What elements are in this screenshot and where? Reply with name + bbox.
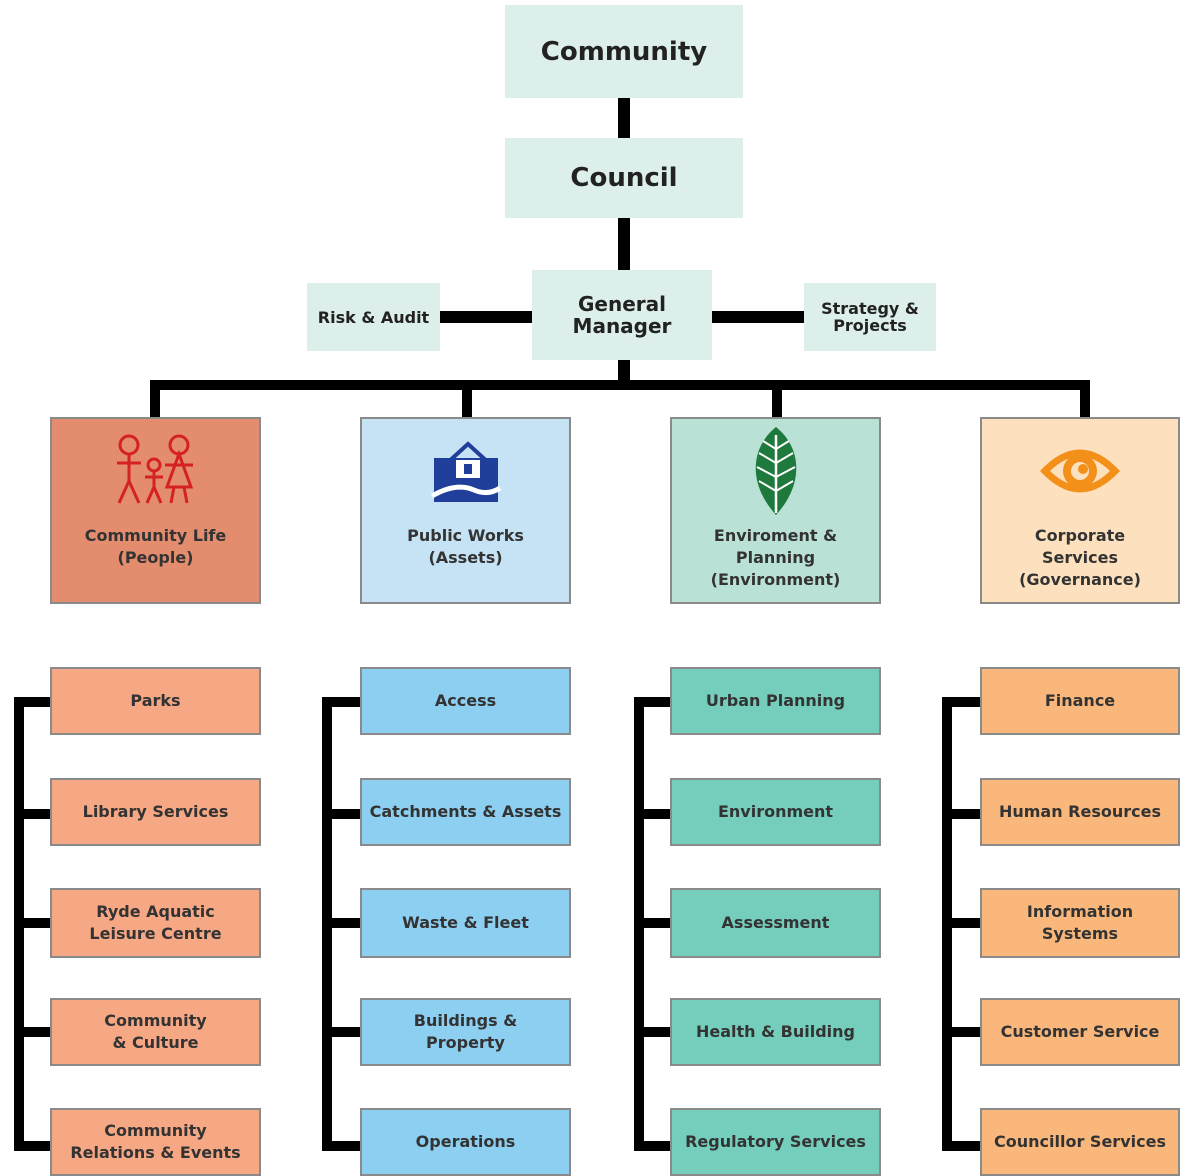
unit-community-relations: Community Relations & Events: [50, 1108, 261, 1176]
house-icon: [426, 427, 506, 515]
tick-environment-2: [634, 809, 670, 819]
tick-assets-1: [322, 697, 360, 707]
dept-label: Corporate Services (Governance): [1019, 526, 1141, 589]
unit-label: Councillor Services: [994, 1132, 1166, 1151]
unit-label: Operations: [415, 1132, 516, 1151]
unit-label: Finance: [1044, 691, 1116, 710]
unit-label: Regulatory Services: [685, 1132, 866, 1151]
connector-gm-risk: [440, 311, 532, 323]
tick-people-3: [14, 918, 50, 928]
tick-people-4: [14, 1027, 50, 1037]
unit-urban-planning: Urban Planning: [670, 667, 881, 735]
unit-label: Catchments & Assets: [369, 802, 562, 821]
unit-community-culture: Community & Culture: [50, 998, 261, 1066]
unit-health-building: Health & Building: [670, 998, 881, 1066]
connector-gm-down: [618, 360, 630, 386]
dept-environment-planning: Enviroment & Planning (Environment): [670, 417, 881, 604]
eye-icon: [1037, 427, 1123, 515]
unit-catchments-assets: Catchments & Assets: [360, 778, 571, 846]
tick-assets-4: [322, 1027, 360, 1037]
tick-assets-3: [322, 918, 360, 928]
unit-human-resources: Human Resources: [980, 778, 1180, 846]
tick-environment-4: [634, 1027, 670, 1037]
tick-assets-5: [322, 1141, 360, 1151]
community-label: Community: [540, 36, 708, 67]
unit-label: Urban Planning: [705, 691, 846, 710]
leaf-icon: [741, 427, 811, 515]
unit-label: Community Relations & Events: [70, 1121, 241, 1162]
tick-assets-2: [322, 809, 360, 819]
unit-information-systems: Information Systems: [980, 888, 1180, 958]
connector-dept-2: [462, 380, 472, 418]
connector-dept-1: [150, 380, 160, 418]
unit-buildings-property: Buildings & Property: [360, 998, 571, 1066]
unit-label: Human Resources: [998, 802, 1162, 821]
strategy-projects-label: Strategy & Projects: [821, 299, 919, 335]
unit-label: Library Services: [82, 802, 229, 821]
people-icon: [111, 427, 201, 515]
strategy-projects-box: Strategy & Projects: [804, 283, 936, 351]
tick-environment-1: [634, 697, 670, 707]
tick-governance-1: [942, 697, 980, 707]
dept-community-life: Community Life (People): [50, 417, 261, 604]
dept-corporate-services: Corporate Services (Governance): [980, 417, 1180, 604]
unit-label: Information Systems: [1026, 902, 1134, 943]
unit-label: Assessment: [721, 913, 830, 932]
unit-regulatory-services: Regulatory Services: [670, 1108, 881, 1176]
unit-label: Parks: [130, 691, 181, 710]
risk-audit-box: Risk & Audit: [307, 283, 440, 351]
general-manager-box: General Manager: [532, 270, 712, 360]
tick-environment-3: [634, 918, 670, 928]
unit-customer-service: Customer Service: [980, 998, 1180, 1066]
unit-assessment: Assessment: [670, 888, 881, 958]
unit-finance: Finance: [980, 667, 1180, 735]
connector-dept-3: [772, 380, 782, 418]
unit-label: Buildings & Property: [413, 1011, 518, 1052]
unit-label: Community & Culture: [104, 1011, 207, 1052]
risk-audit-label: Risk & Audit: [317, 307, 430, 327]
unit-ryde-aquatic: Ryde Aquatic Leisure Centre: [50, 888, 261, 958]
dept-public-works: Public Works (Assets): [360, 417, 571, 604]
tick-governance-4: [942, 1027, 980, 1037]
unit-label: Waste & Fleet: [402, 913, 529, 932]
tick-people-1: [14, 697, 50, 707]
connector-dept-bar: [150, 380, 1090, 390]
unit-operations: Operations: [360, 1108, 571, 1176]
unit-label: Environment: [717, 802, 834, 821]
connector-dept-4: [1080, 380, 1090, 418]
tick-governance-2: [942, 809, 980, 819]
unit-label: Health & Building: [696, 1022, 855, 1041]
community-box: Community: [505, 5, 743, 98]
tick-people-5: [14, 1141, 50, 1151]
unit-label: Customer Service: [1000, 1022, 1160, 1041]
unit-councillor-services: Councillor Services: [980, 1108, 1180, 1176]
unit-parks: Parks: [50, 667, 261, 735]
tick-governance-3: [942, 918, 980, 928]
connector-community-council: [618, 98, 630, 138]
dept-label: Public Works (Assets): [407, 526, 524, 567]
connector-gm-strategy: [712, 311, 804, 323]
tick-governance-5: [942, 1141, 980, 1151]
council-box: Council: [505, 138, 743, 218]
tick-environment-5: [634, 1141, 670, 1151]
council-label: Council: [570, 163, 678, 193]
dept-label: Enviroment & Planning (Environment): [710, 526, 841, 589]
unit-label: Ryde Aquatic Leisure Centre: [89, 902, 222, 943]
tick-people-2: [14, 809, 50, 819]
connector-council-gm: [618, 218, 630, 270]
unit-label: Access: [434, 691, 497, 710]
general-manager-label: General Manager: [572, 292, 672, 338]
unit-environment: Environment: [670, 778, 881, 846]
unit-library-services: Library Services: [50, 778, 261, 846]
dept-label: Community Life (People): [84, 526, 227, 567]
unit-access: Access: [360, 667, 571, 735]
unit-waste-fleet: Waste & Fleet: [360, 888, 571, 958]
